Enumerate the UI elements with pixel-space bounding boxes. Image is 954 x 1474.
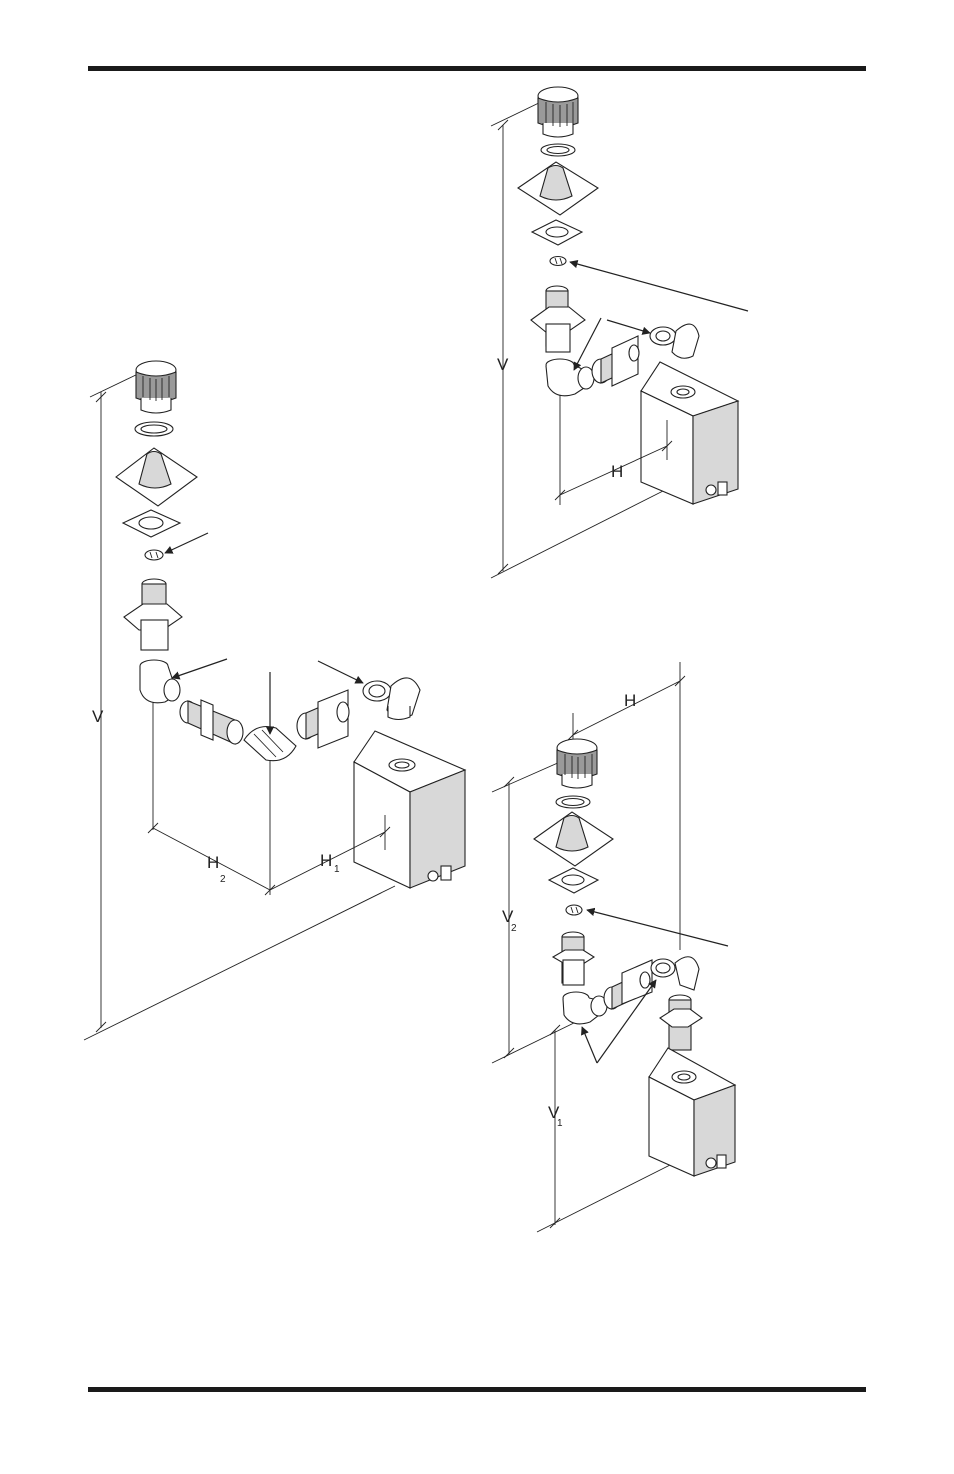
- dimension-v-label: V: [92, 707, 104, 726]
- storm-collar: [556, 796, 590, 808]
- heater-unit: [354, 731, 465, 888]
- vent-cap: [136, 361, 176, 413]
- upper-elbow: [650, 324, 699, 358]
- ceiling-firestop: [123, 510, 180, 537]
- storm-collar: [135, 422, 173, 436]
- dimension-h-label: H: [611, 462, 623, 481]
- diagram-c: H V 2 V 1: [492, 662, 735, 1232]
- flue-restrictor: [145, 550, 163, 560]
- dimension-v1-subscript: 1: [557, 1118, 563, 1129]
- horizontal-pipe-1: [180, 700, 243, 744]
- upper-elbow: [363, 678, 420, 720]
- dimension-v2-subscript: 2: [511, 923, 517, 934]
- dimension-h1-subscript: 1: [334, 864, 340, 875]
- diagram-a: V H 2 H 1: [84, 361, 465, 1040]
- flue-restrictor: [566, 905, 582, 915]
- ceiling-firestop: [532, 220, 582, 245]
- lower-elbow: [546, 359, 594, 396]
- dimension-v-label: V: [497, 355, 509, 374]
- roof-flashing: [116, 448, 197, 506]
- upper-elbow: [651, 957, 699, 990]
- dimension-h-label: H: [624, 691, 636, 710]
- dimension-h2-label: H: [207, 853, 219, 872]
- vertical-pipe: [124, 579, 182, 650]
- heater-vertical-pipe: [660, 995, 702, 1050]
- storm-collar: [541, 144, 575, 156]
- horizontal-pipe: [592, 336, 639, 386]
- dimension-h2-subscript: 2: [220, 874, 226, 885]
- vent-cap: [557, 739, 597, 788]
- diagram-b: V H: [491, 87, 748, 578]
- vertical-pipe: [531, 286, 585, 352]
- horizontal-pipe: [604, 960, 652, 1009]
- ceiling-firestop: [549, 868, 598, 893]
- dimension-h1-label: H: [320, 851, 332, 870]
- flue-restrictor: [550, 257, 566, 266]
- horizontal-pipe-2: [297, 690, 349, 748]
- heater-unit: [649, 1048, 735, 1176]
- lower-elbow: [563, 992, 607, 1024]
- heater-unit: [641, 362, 738, 504]
- lower-elbow: [140, 660, 180, 703]
- roof-flashing: [534, 812, 613, 866]
- roof-flashing: [518, 162, 598, 215]
- vent-cap: [538, 87, 578, 137]
- vertical-pipe: [553, 932, 594, 985]
